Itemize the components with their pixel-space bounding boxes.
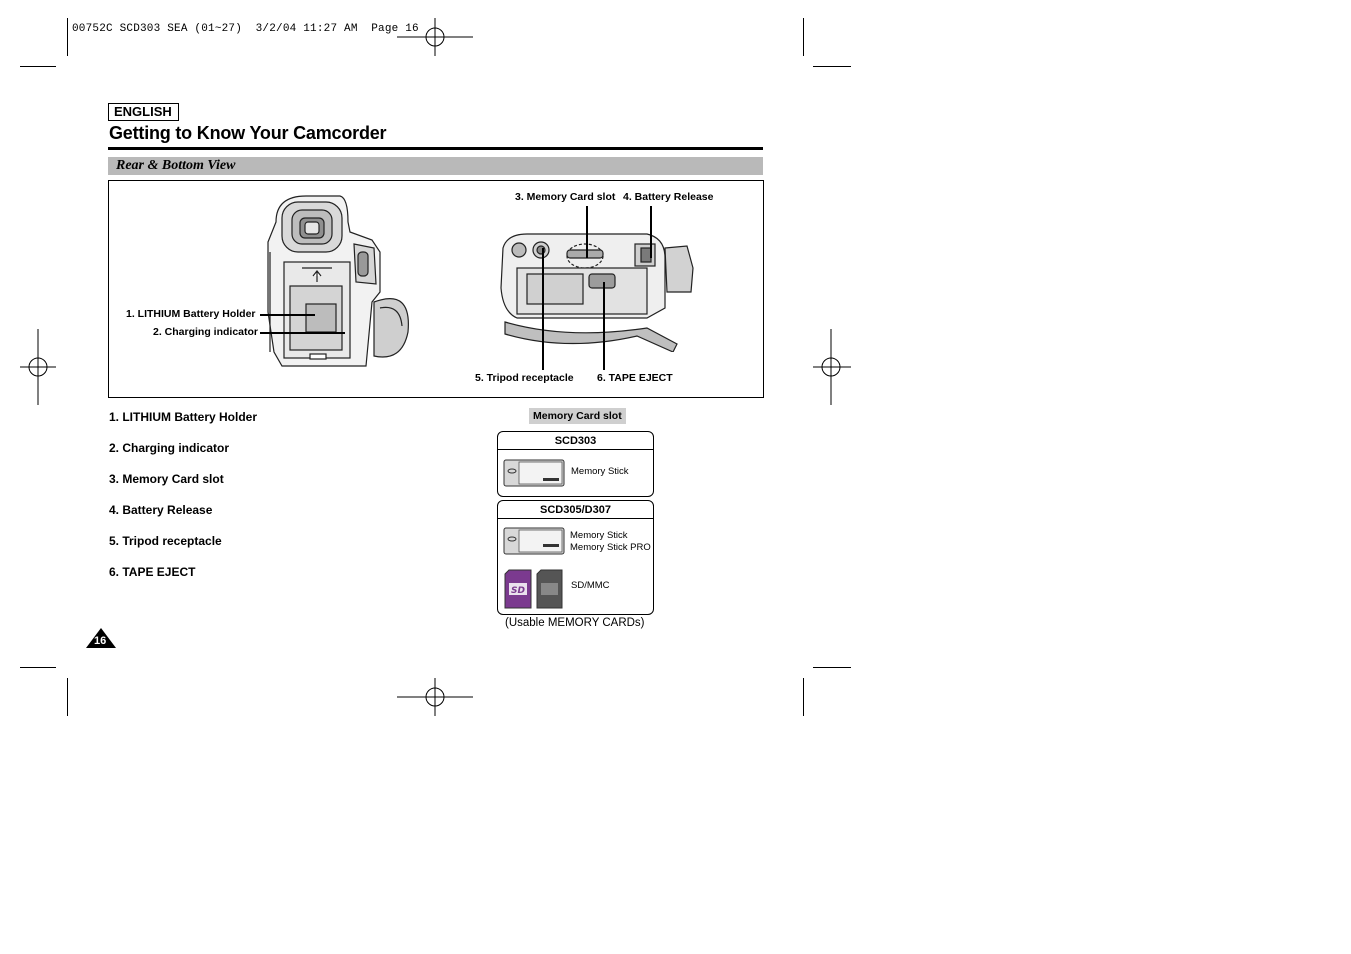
- list-item: 4. Battery Release: [109, 503, 213, 517]
- model-name: SCD305/D307: [540, 504, 611, 516]
- card-label-memory-stick-pro: Memory Stick PRO: [570, 542, 651, 553]
- callout-lithium-battery-holder: 1. LITHIUM Battery Holder: [126, 308, 256, 320]
- list-item: 5. Tripod receptacle: [109, 534, 222, 548]
- print-header: 00752C SCD303 SEA (01~27) 3/2/04 11:27 A…: [72, 23, 419, 35]
- callout-battery-release: 4. Battery Release: [623, 191, 714, 203]
- page-title: Getting to Know Your Camcorder: [109, 123, 387, 143]
- callout-tripod-receptacle: 5. Tripod receptacle: [475, 372, 574, 384]
- page-number: 16: [94, 635, 107, 647]
- card-label-sd-mmc: SD/MMC: [571, 580, 610, 591]
- callout-memory-card-slot: 3. Memory Card slot: [515, 191, 616, 203]
- card-label-memory-stick: Memory Stick: [570, 530, 628, 541]
- divider: [498, 518, 653, 519]
- usable-memory-cards-caption: (Usable MEMORY CARDs): [505, 617, 645, 629]
- callout-tape-eject: 6. TAPE EJECT: [597, 372, 673, 384]
- list-item: 6. TAPE EJECT: [109, 565, 196, 579]
- model-name: SCD303: [554, 435, 597, 447]
- svg-text:SD: SD: [511, 586, 525, 596]
- list-item: 3. Memory Card slot: [109, 472, 224, 486]
- model-box-scd303: SCD303 Memory Stick: [497, 431, 654, 497]
- section-title: Rear & Bottom View: [108, 157, 763, 175]
- list-item: 1. LITHIUM Battery Holder: [109, 410, 258, 424]
- memory-stick-icon: [503, 459, 565, 487]
- page-number-badge: [86, 628, 116, 648]
- model-box-scd305-d307: SCD305/D307 Memory Stick Memory Stick PR…: [497, 500, 654, 615]
- list-item: 2. Charging indicator: [109, 441, 230, 455]
- memory-stick-pro-icon: [503, 527, 565, 555]
- memory-card-slot-label: Memory Card slot: [529, 408, 626, 424]
- language-badge: ENGLISH: [108, 103, 179, 121]
- title-rule: [108, 147, 763, 150]
- camcorder-rear-illustration: [267, 195, 409, 367]
- callout-charging-indicator: 2. Charging indicator: [153, 326, 259, 338]
- divider: [498, 449, 653, 450]
- card-label-memory-stick: Memory Stick: [571, 466, 629, 477]
- sd-mmc-card-icon: SD: [504, 569, 563, 609]
